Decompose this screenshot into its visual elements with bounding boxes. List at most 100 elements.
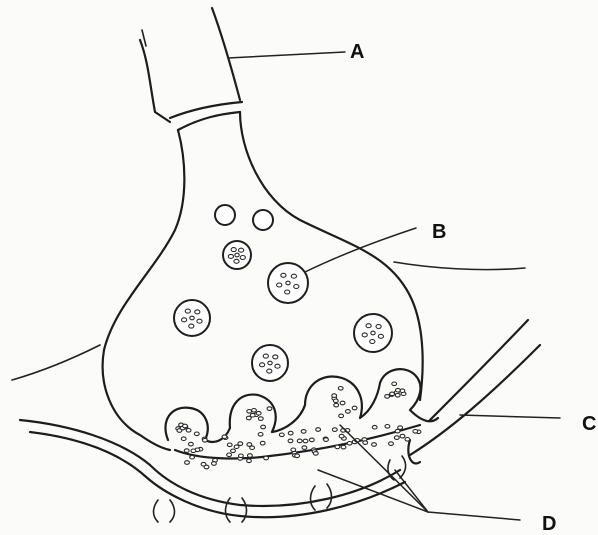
neurotransmitter-dot bbox=[390, 392, 395, 396]
neurotransmitter-dot bbox=[394, 436, 399, 440]
vesicle bbox=[215, 205, 235, 225]
neurotransmitter-dot bbox=[197, 319, 202, 323]
neurotransmitter-dot bbox=[392, 382, 397, 386]
neurotransmitter-dot bbox=[281, 273, 286, 277]
leader-c bbox=[460, 415, 560, 418]
neurotransmitter-dot bbox=[189, 442, 194, 446]
neurotransmitter-dot bbox=[341, 445, 346, 449]
neurotransmitter-dot bbox=[247, 443, 252, 447]
neurotransmitter-dot bbox=[288, 431, 293, 435]
synaptic-folds bbox=[165, 369, 438, 458]
neurotransmitter-dot bbox=[273, 355, 278, 359]
neurotransmitter-dot bbox=[235, 253, 239, 257]
neurotransmitter-dot bbox=[222, 435, 227, 439]
neurotransmitter-dot bbox=[389, 442, 394, 446]
neurotransmitter-dot bbox=[277, 283, 282, 287]
neurotransmitter-dot bbox=[212, 462, 217, 466]
neurotransmitter-dot bbox=[185, 461, 190, 465]
neurotransmitter-dot bbox=[385, 425, 390, 429]
neurotransmitter-dot bbox=[260, 363, 265, 367]
neurotransmitter-dot bbox=[252, 409, 257, 413]
neurotransmitter-dot bbox=[191, 449, 196, 453]
neurotransmitter-dot bbox=[194, 432, 199, 436]
neurotransmitter-dot bbox=[309, 438, 314, 442]
neurotransmitter-dot bbox=[302, 446, 307, 450]
neurotransmitter-dot bbox=[184, 449, 189, 453]
neurotransmitter-dot bbox=[324, 438, 329, 442]
neurotransmitter-dot bbox=[297, 439, 302, 443]
neurotransmitter-dot bbox=[366, 324, 371, 328]
neurotransmitter-dot bbox=[279, 433, 284, 437]
neurotransmitter-dot bbox=[332, 428, 337, 432]
neurotransmitter-dot bbox=[335, 445, 340, 449]
neurotransmitter-dot bbox=[250, 413, 255, 417]
neurotransmitter-dot bbox=[185, 309, 190, 313]
neurotransmitter-dot bbox=[316, 428, 321, 432]
neurotransmitter-dot bbox=[303, 439, 308, 443]
neurotransmitter-dot bbox=[239, 454, 244, 458]
neurotransmitter-dot bbox=[370, 340, 375, 344]
neurotransmitter-dot bbox=[183, 424, 188, 428]
neurotransmitter-dot bbox=[275, 364, 280, 368]
neurotransmitter-dot bbox=[247, 459, 252, 463]
postsynaptic-membrane bbox=[20, 420, 406, 522]
neurotransmitter-dot bbox=[400, 434, 405, 438]
neurotransmitter-dot bbox=[258, 433, 263, 437]
neurotransmitter-dot bbox=[294, 285, 299, 289]
neurotransmitter-dot bbox=[396, 388, 401, 392]
neurotransmitter-dot bbox=[238, 442, 243, 446]
neurotransmitter-dot bbox=[313, 452, 318, 456]
neurotransmitter-dot bbox=[239, 248, 244, 252]
neurotransmitter-dot bbox=[267, 369, 272, 373]
neurotransmitter-dot bbox=[372, 425, 377, 429]
neurotransmitter-dot bbox=[413, 430, 418, 434]
neurotransmitter-dot bbox=[190, 316, 194, 320]
neurotransmitter-dot bbox=[201, 462, 206, 466]
leader-a bbox=[228, 52, 345, 58]
axon bbox=[140, 8, 242, 130]
neurotransmitter-dot bbox=[385, 395, 390, 399]
neurotransmitter-dot bbox=[295, 454, 300, 458]
neurotransmitter-dot bbox=[371, 331, 375, 335]
neurotransmitter-dot bbox=[334, 403, 339, 407]
neurotransmitter-dot bbox=[338, 387, 343, 391]
neurotransmitter-dot bbox=[372, 443, 377, 447]
neurotransmitter-dot bbox=[182, 318, 187, 322]
neurotransmitter-dot bbox=[203, 439, 208, 443]
neurotransmitter-dot bbox=[195, 310, 200, 314]
neurotransmitter-dot bbox=[332, 394, 337, 398]
neurotransmitter-dot bbox=[247, 410, 252, 414]
neurotransmitter-dot bbox=[248, 454, 253, 458]
vesicle bbox=[253, 210, 273, 230]
label-a: A bbox=[350, 41, 364, 63]
neurotransmitter-dot bbox=[227, 443, 232, 447]
neurotransmitter-dot bbox=[339, 434, 344, 438]
neurotransmitter-dot bbox=[347, 442, 352, 446]
neurotransmitter-dot bbox=[231, 449, 236, 453]
neurotransmitter-dot bbox=[376, 325, 381, 329]
neurotransmitter-dot bbox=[378, 334, 383, 338]
neurotransmitter-dot bbox=[339, 414, 344, 418]
neurotransmitter-dot bbox=[362, 333, 367, 337]
label-c: C bbox=[582, 413, 596, 435]
neurotransmitter-dot bbox=[227, 453, 232, 457]
neurotransmitter-dot bbox=[240, 256, 245, 260]
neurotransmitter-dot bbox=[363, 441, 368, 445]
neurotransmitter-dot bbox=[395, 429, 400, 433]
neurotransmitter-dot bbox=[181, 437, 186, 441]
neurotransmitter-dot bbox=[268, 361, 272, 365]
neurotransmitter-dot bbox=[261, 425, 266, 429]
neurotransmitter-dot bbox=[234, 259, 239, 263]
neurotransmitter-dot bbox=[231, 248, 236, 252]
neurotransmitter-dots bbox=[176, 382, 421, 469]
neurotransmitter-dot bbox=[288, 439, 293, 443]
neurotransmitter-dot bbox=[260, 441, 265, 445]
neurotransmitter-dot bbox=[291, 274, 296, 278]
neurotransmitter-dot bbox=[301, 430, 306, 434]
neurotransmitter-dot bbox=[189, 324, 194, 328]
neurotransmitter-dot bbox=[256, 411, 261, 415]
neurotransmitter-dot bbox=[346, 410, 351, 414]
neurotransmitter-dot bbox=[291, 448, 296, 452]
neurotransmitter-dot bbox=[286, 281, 290, 285]
